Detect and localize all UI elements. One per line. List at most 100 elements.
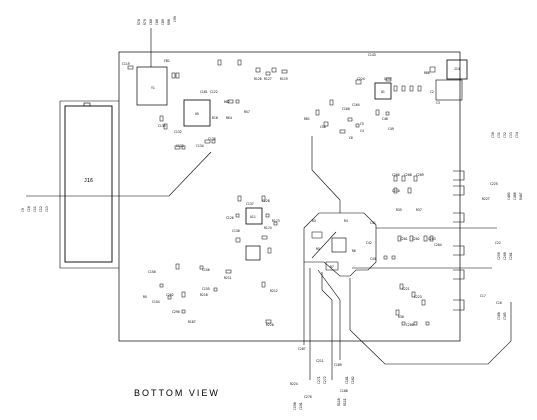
label-c99: C99 <box>173 16 177 22</box>
label-c133: C133 <box>176 144 184 148</box>
connector-j16: J16 <box>59 100 119 269</box>
label-c150: C150 <box>148 270 156 274</box>
label-c132: C132 <box>174 130 182 134</box>
label-r187: R187 <box>188 320 196 324</box>
label-c224: C224 <box>357 77 365 81</box>
label-c9: C9 <box>21 208 25 212</box>
label-c259: C259 <box>497 252 501 260</box>
label-c210: C210 <box>392 189 400 193</box>
label-r110: R110 <box>337 398 341 406</box>
label-r173: R173 <box>272 219 280 223</box>
label-r119: R119 <box>280 77 288 81</box>
label-c89: C89 <box>161 19 165 25</box>
label-c305: C305 <box>503 312 507 320</box>
trace-down-c <box>321 272 333 380</box>
label-c206: C206 <box>392 173 400 177</box>
label-c101: C101 <box>200 90 208 94</box>
label-c11: C11 <box>33 206 37 212</box>
label-r126: R126 <box>254 77 262 81</box>
label-c160: C160 <box>342 107 350 111</box>
label-c119: C119 <box>122 62 130 66</box>
j16-label: J16 <box>84 178 93 184</box>
label-r127: R127 <box>264 77 272 81</box>
label-fb1: FB1 <box>164 59 170 63</box>
label-r218: R218 <box>200 293 208 297</box>
label-r174: R174 <box>264 226 272 230</box>
rotated-designators: R78 R79 C80 C88 C89 R90 C99 C9 C10 C11 C… <box>21 16 523 410</box>
label-r37: R37 <box>416 208 422 212</box>
label-c88: C88 <box>155 19 159 25</box>
label-r62: R62 <box>224 100 230 104</box>
label-c16: C16 <box>496 301 502 305</box>
label-c43: C43 <box>370 257 376 261</box>
chip-u9 <box>245 245 261 261</box>
label-c156: C156 <box>202 268 210 272</box>
label-r81: R81 <box>304 117 310 121</box>
bottom-view-caption: BOTTOM VIEW <box>134 388 220 398</box>
trace-down-b <box>317 269 341 360</box>
transistor-q1: Q1 <box>374 82 392 100</box>
label-c143: C143 <box>368 53 376 57</box>
label-c22: C22 <box>495 241 501 245</box>
trace-bottom-loop <box>349 278 512 365</box>
u11-label: U11 <box>250 215 256 219</box>
label-r78: R78 <box>137 19 141 25</box>
label-c208: C208 <box>404 173 412 177</box>
label-c136: C136 <box>208 137 216 141</box>
label-c200: C200 <box>406 323 414 327</box>
label-r5: R5 <box>316 247 320 251</box>
label-c225: C225 <box>490 182 498 186</box>
label-r35: R35 <box>396 208 402 212</box>
label-c6: C6 <box>349 136 353 140</box>
label-c17: C17 <box>480 294 486 298</box>
label-c180: C180 <box>340 389 348 393</box>
trace-left <box>26 151 212 197</box>
label-c4: C4 <box>360 129 364 133</box>
board-outline <box>118 51 461 342</box>
crystal-y1: Y1 <box>136 66 168 106</box>
label-r212: R212 <box>270 289 278 293</box>
chip-u11: U11 <box>245 207 263 225</box>
label-c49: C49 <box>388 127 394 131</box>
label-r57: R57 <box>244 110 250 114</box>
label-r18: R18 <box>212 116 218 120</box>
label-c211: C211 <box>316 359 324 363</box>
label-c164: C164 <box>352 103 360 107</box>
label-c182: C182 <box>351 376 355 384</box>
label-c3: C3 <box>436 101 440 105</box>
label-c50: C50 <box>320 125 326 129</box>
u5-label: U5 <box>195 112 199 116</box>
label-c201: C201 <box>400 237 408 241</box>
label-c260: C260 <box>503 252 507 260</box>
q1-label: Q1 <box>381 90 385 94</box>
label-c135: C135 <box>158 124 166 128</box>
label-c276: C276 <box>304 395 312 399</box>
label-c130: C130 <box>232 229 240 233</box>
component-pads <box>127 59 436 326</box>
label-c10: C10 <box>27 206 31 212</box>
label-c191: C191 <box>299 402 303 410</box>
label-c287: C287 <box>298 347 306 351</box>
label-c41: C41 <box>370 221 376 225</box>
label-c203: C203 <box>428 237 436 241</box>
label-c189: C189 <box>334 363 342 367</box>
label-c12: C12 <box>39 206 43 212</box>
label-c134: C134 <box>196 144 204 148</box>
label-r79: R79 <box>143 19 147 25</box>
label-c13: C13 <box>45 206 49 212</box>
label-r220: R220 <box>266 323 274 327</box>
pour-region <box>303 212 377 277</box>
label-c31: C31 <box>497 132 501 138</box>
label-c42: C42 <box>366 241 372 245</box>
label-c80: C80 <box>149 19 153 25</box>
label-c209: C209 <box>416 173 424 177</box>
label-c223: C223 <box>414 295 422 299</box>
trace-up-right <box>311 136 341 213</box>
label-c272: C272 <box>323 376 327 384</box>
label-r111: R111 <box>343 398 347 406</box>
label-r7: R7 <box>330 265 334 269</box>
label-c30: C30 <box>491 132 495 138</box>
label-c204: C204 <box>434 243 442 247</box>
label-c122: C122 <box>210 90 218 94</box>
label-r224: R224 <box>290 382 298 386</box>
